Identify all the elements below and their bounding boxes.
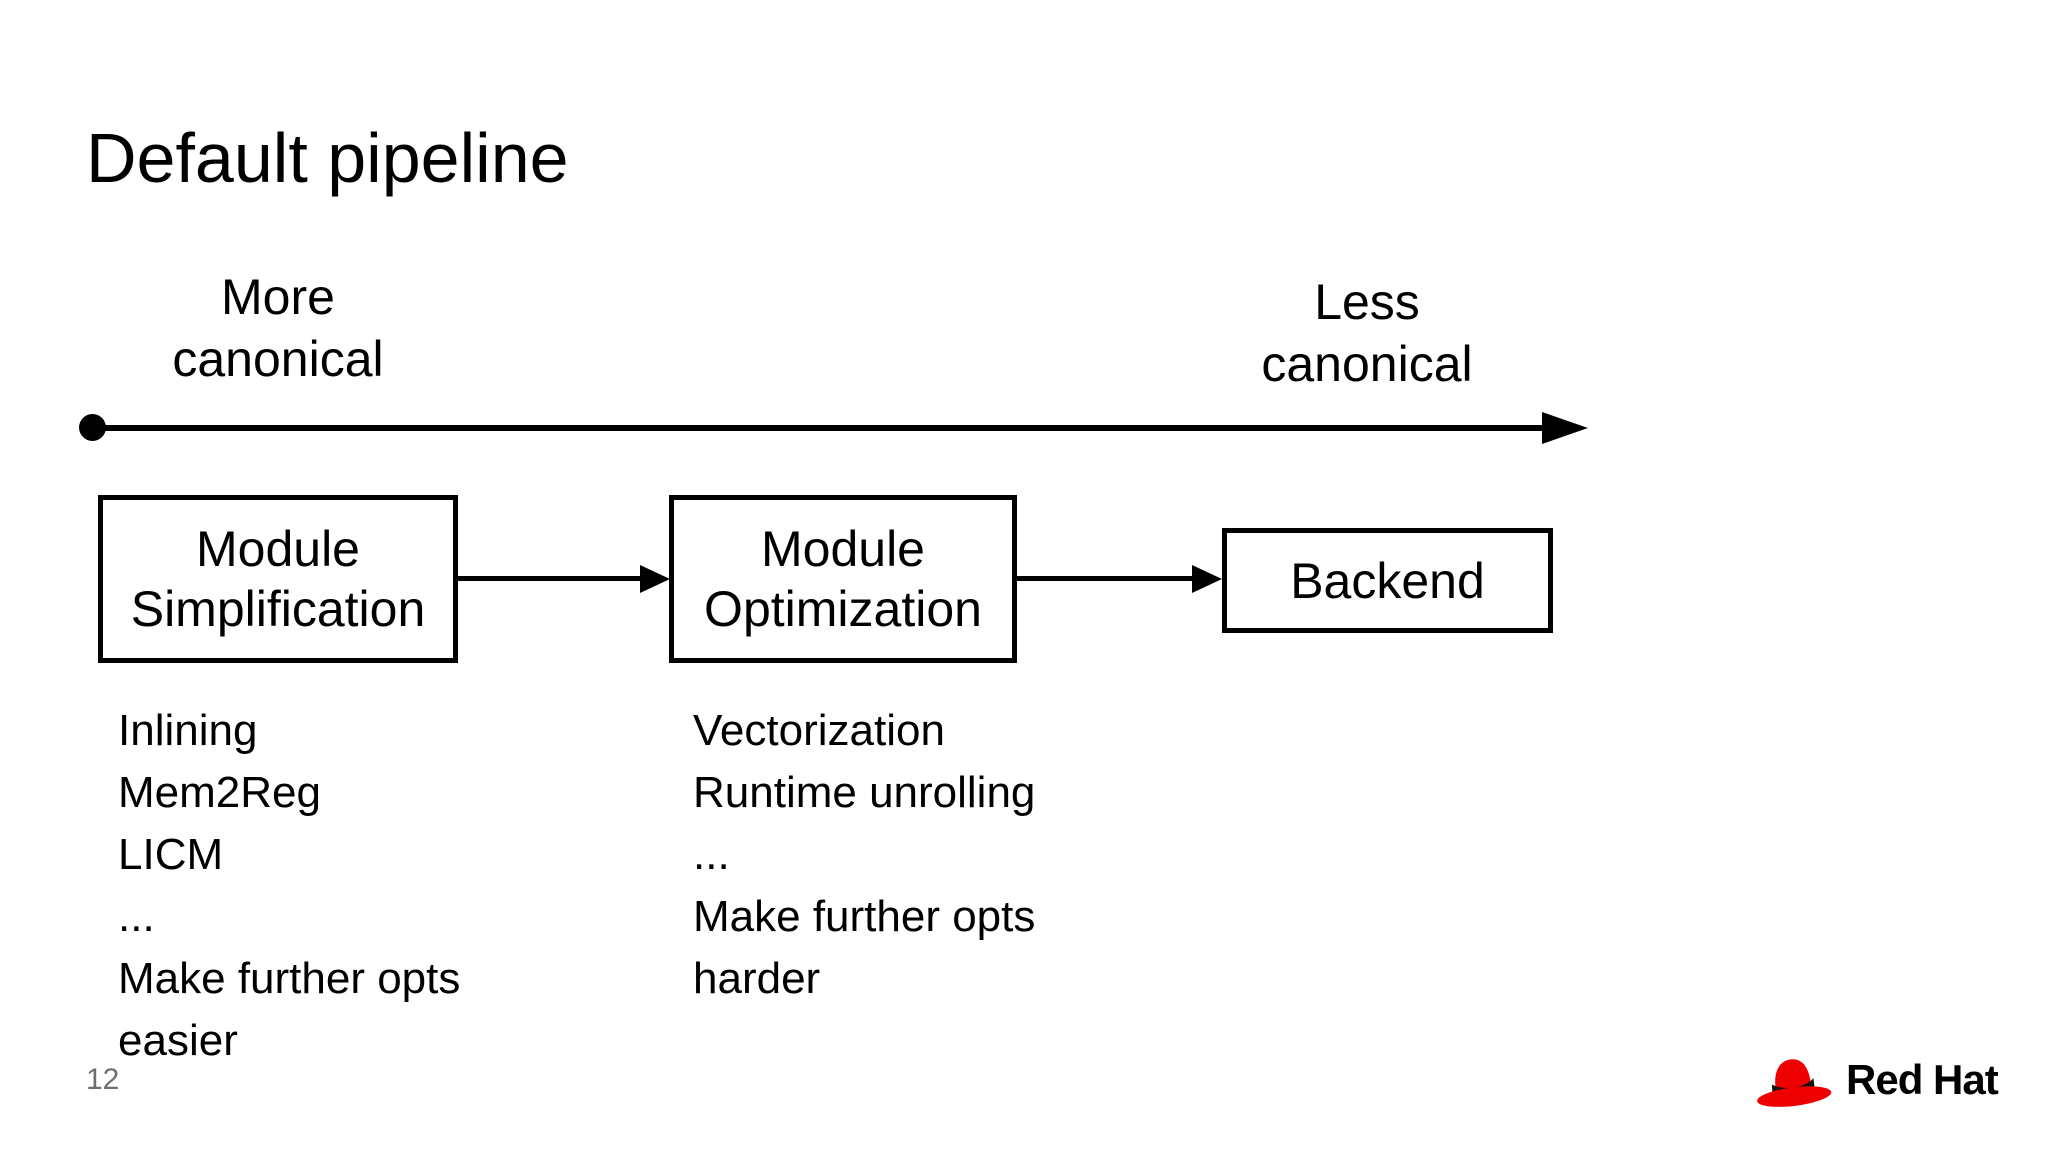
list-item: Vectorization [693,706,945,755]
page-title: Default pipeline [86,119,569,197]
list-item: Runtime unrolling [693,768,1036,817]
stage-box-module-simplification: Module Simplification [98,495,458,663]
page-number: 12 [86,1063,120,1096]
list-item: Make further opts [693,892,1036,941]
stage-label-line2: Optimization [704,581,982,637]
details-list-module-simplification: Inlining Mem2Reg LICM ... Make further o… [118,700,460,1072]
spectrum-label-more-canonical: More canonical [128,266,428,390]
canonicality-axis-line [92,425,1550,431]
spectrum-right-line2: canonical [1261,336,1473,392]
list-item: ... [118,892,155,941]
spectrum-left-line2: canonical [172,331,384,387]
list-item: harder [693,954,821,1003]
stage-box-module-optimization: Module Optimization [669,495,1017,663]
connector-arrowhead-icon [640,565,670,593]
connector-line-optimization-to-backend [1015,576,1195,581]
list-item: Make further opts [118,954,461,1003]
list-item: Inlining [118,706,258,755]
connector-arrowhead-icon [1192,565,1222,593]
spectrum-right-line1: Less [1314,274,1420,330]
list-item: Mem2Reg [118,768,321,817]
axis-arrowhead-icon [1542,412,1588,444]
stage-label-line1: Backend [1290,552,1485,609]
connector-line-simplification-to-optimization [456,576,642,581]
red-fedora-icon [1757,1059,1832,1107]
list-item: easier [118,1016,238,1065]
details-list-module-optimization: Vectorization Runtime unrolling ... Make… [693,700,1035,1010]
stage-label-line1: Module [761,521,925,577]
spectrum-left-line1: More [221,269,335,325]
stage-label-line1: Module [196,521,360,577]
spectrum-label-less-canonical: Less canonical [1217,271,1517,395]
redhat-logo-text: Red Hat [1846,1056,1999,1103]
stage-box-backend: Backend [1222,528,1553,633]
redhat-logo: Red Hat [1753,1050,1999,1110]
list-item: ... [693,830,730,879]
list-item: LICM [118,830,224,879]
stage-label-line2: Simplification [130,581,426,637]
